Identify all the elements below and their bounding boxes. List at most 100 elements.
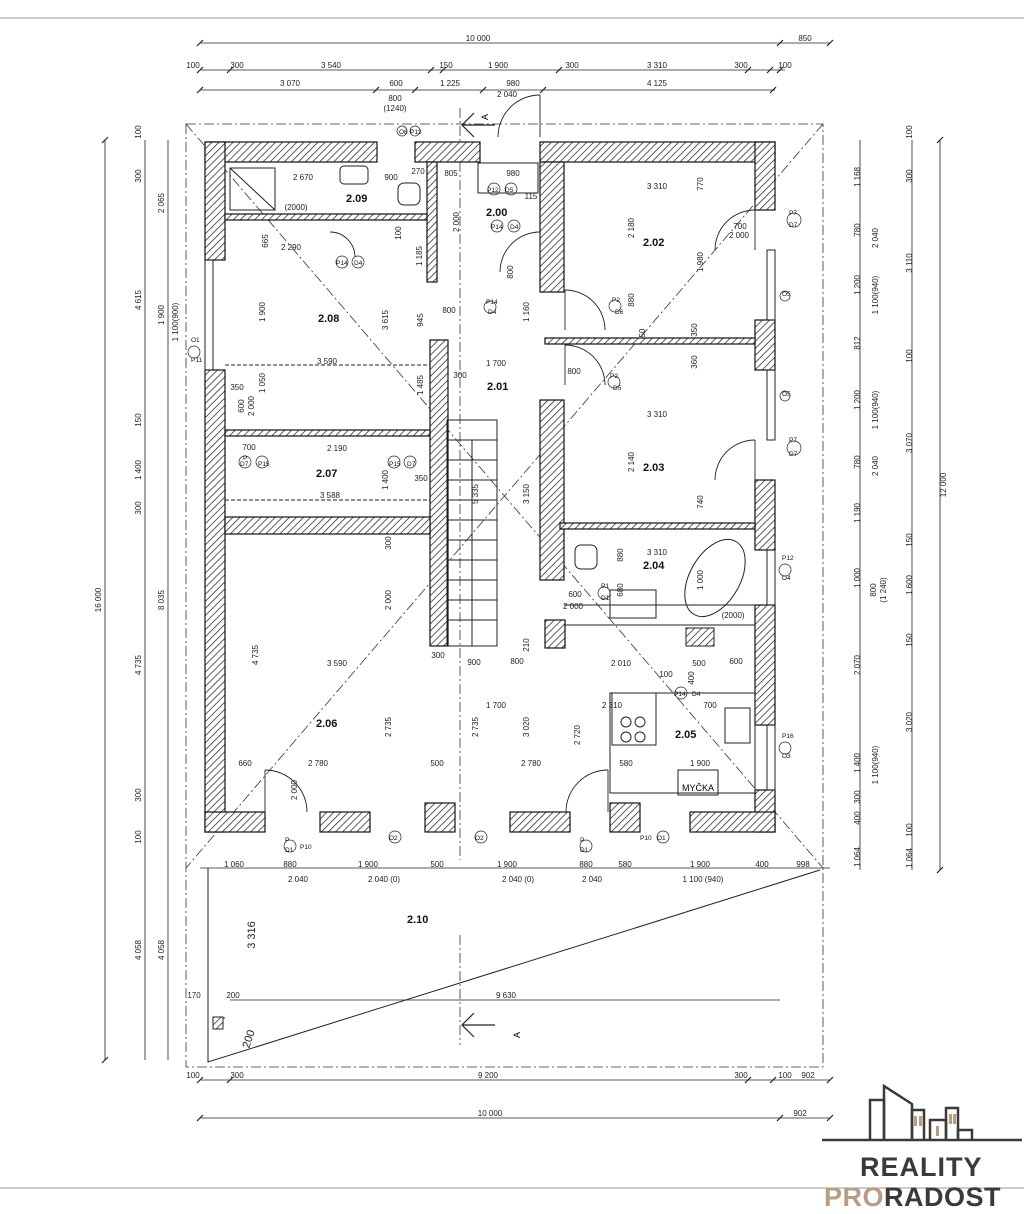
dim-label: 3 070 xyxy=(280,79,301,88)
dim-label: 300 xyxy=(134,169,143,183)
opening-tag: D4 xyxy=(354,260,363,267)
dim-label: 580 xyxy=(618,860,632,869)
interior-dimensions: 2 670 900 270 805 980 115 3 310 770 (200… xyxy=(230,167,749,800)
section-mark: A xyxy=(512,1032,522,1038)
dim-label: 4 058 xyxy=(134,939,143,960)
dim-label: 2 180 xyxy=(627,217,636,238)
dim-label: 115 xyxy=(525,192,538,201)
fixtures xyxy=(225,162,756,796)
dim-label: 3 588 xyxy=(320,491,341,500)
dim-label: 360 xyxy=(690,355,699,369)
dim-label: 1 060 xyxy=(224,860,245,869)
dim-label: 3 110 xyxy=(905,253,914,273)
terrace-outline xyxy=(207,868,821,1063)
opening-tag: P1 xyxy=(601,583,609,590)
dim-label: 400 xyxy=(853,811,862,825)
opening-tag: D4 xyxy=(692,691,701,698)
dim-label: 1 000 xyxy=(696,569,705,590)
dim-label: 2 065 xyxy=(157,192,166,213)
dim-label: 1 100(940) xyxy=(871,745,880,784)
dim-label: 1 190 xyxy=(853,502,862,523)
dim-label: 2 720 xyxy=(573,724,582,745)
dim-label: 812 xyxy=(853,336,862,350)
dim-label: 300 xyxy=(134,788,143,802)
dim-label: 880 xyxy=(616,548,625,562)
opening-tag: D7 xyxy=(407,461,416,468)
dim-label: 805 xyxy=(444,169,458,178)
dim-label: 2 040 (0) xyxy=(368,875,400,884)
dim-label: 880 xyxy=(579,860,593,869)
room-label: 2.02 xyxy=(643,237,664,249)
dim-label: 3 590 xyxy=(327,659,348,668)
opening-tag: P10 xyxy=(640,835,652,842)
dim-label: 210 xyxy=(522,638,531,652)
dim-label: 100 xyxy=(659,670,673,679)
dim-label: 300 xyxy=(734,1071,748,1080)
room-labels: 2.09 2.00 2.02 2.08 2.01 2.07 2.03 2.04 … xyxy=(316,193,696,926)
dim-label: 780 xyxy=(853,223,862,237)
dim-label: 3 310 xyxy=(647,182,668,191)
dim-label: 800 xyxy=(506,265,515,279)
dim-label: (1 240) xyxy=(879,577,888,603)
dim-label: 1 160 xyxy=(522,301,531,322)
room-label: 2.06 xyxy=(316,718,337,730)
dim-label: 1 050 xyxy=(258,372,267,393)
dim-label: 3 615 xyxy=(381,309,390,330)
opening-tag: O5 xyxy=(782,391,791,398)
dim-label: (2000) xyxy=(284,203,307,212)
opening-tag: D7 xyxy=(789,451,798,458)
dim-label: 1 064 xyxy=(853,846,862,867)
dim-label: 500 xyxy=(430,860,444,869)
dim-label: 2 780 xyxy=(308,759,329,768)
dim-label: 1 600 xyxy=(905,574,914,595)
dim-label: 1 900 xyxy=(258,301,267,322)
dim-label: 1 900 xyxy=(690,759,711,768)
dim-label: 350 xyxy=(230,383,244,392)
dim-label: 150 xyxy=(905,533,914,547)
dim-label: 12 000 xyxy=(939,472,948,497)
top-dimensions: 10 000 850 100 300 3 540 150 1 900 300 3… xyxy=(186,34,812,113)
company-logo: REALITY PRORADOST xyxy=(822,1082,1022,1212)
dim-label: 3 020 xyxy=(522,716,531,737)
dim-label: 1 900 xyxy=(690,860,711,869)
opening-tag: P2 xyxy=(612,297,620,304)
opening-tag: D1 xyxy=(580,847,589,854)
dim-label: 740 xyxy=(696,495,705,509)
dim-label: 2 040 xyxy=(871,227,880,248)
dim-label: 300 xyxy=(384,536,393,550)
opening-tag: P14 xyxy=(486,299,498,306)
dim-label: 660 xyxy=(238,759,252,768)
dim-label: 400 xyxy=(755,860,769,869)
room-label: 2.05 xyxy=(675,729,696,741)
opening-tag: P12 xyxy=(487,187,499,194)
dim-label: 3 020 xyxy=(905,711,914,732)
dim-label: 1 185 xyxy=(415,245,424,266)
opening-tag: D7 xyxy=(789,222,798,229)
dim-label: 1 400 xyxy=(853,752,862,773)
tag-circles xyxy=(187,125,802,853)
door-swings xyxy=(264,94,756,813)
dim-label: 10 000 xyxy=(478,1109,503,1118)
opening-tag: O2 xyxy=(389,835,398,842)
dim-label: 700 xyxy=(242,443,256,452)
dim-label: 100 xyxy=(134,830,143,844)
dim-label: 1 100(900) xyxy=(171,302,180,341)
dim-label: 700 xyxy=(733,222,747,231)
room-label: 2.01 xyxy=(487,381,508,393)
dim-label: 1 980 xyxy=(696,251,705,272)
dim-label: 5 335 xyxy=(471,483,480,504)
opening-tag: P13 xyxy=(410,129,422,136)
dim-label: 1 200 xyxy=(853,274,862,295)
dim-label: 1 100(940) xyxy=(871,390,880,429)
dim-label: 2 070 xyxy=(853,654,862,675)
opening-tags: O6 P13 P12 D5 P14 D4 P14 D4 P14 D4 P2 D6… xyxy=(191,129,798,854)
dim-label: 1 700 xyxy=(486,701,507,710)
dim-label: 902 xyxy=(793,1109,807,1118)
dim-label: 300 xyxy=(853,790,862,804)
dim-label: 600 xyxy=(389,79,403,88)
dim-label: 780 xyxy=(853,455,862,469)
dim-label: 1 485 xyxy=(416,374,425,395)
dim-label: 2 040 (0) xyxy=(502,875,534,884)
dim-label: 100 xyxy=(778,1071,792,1080)
